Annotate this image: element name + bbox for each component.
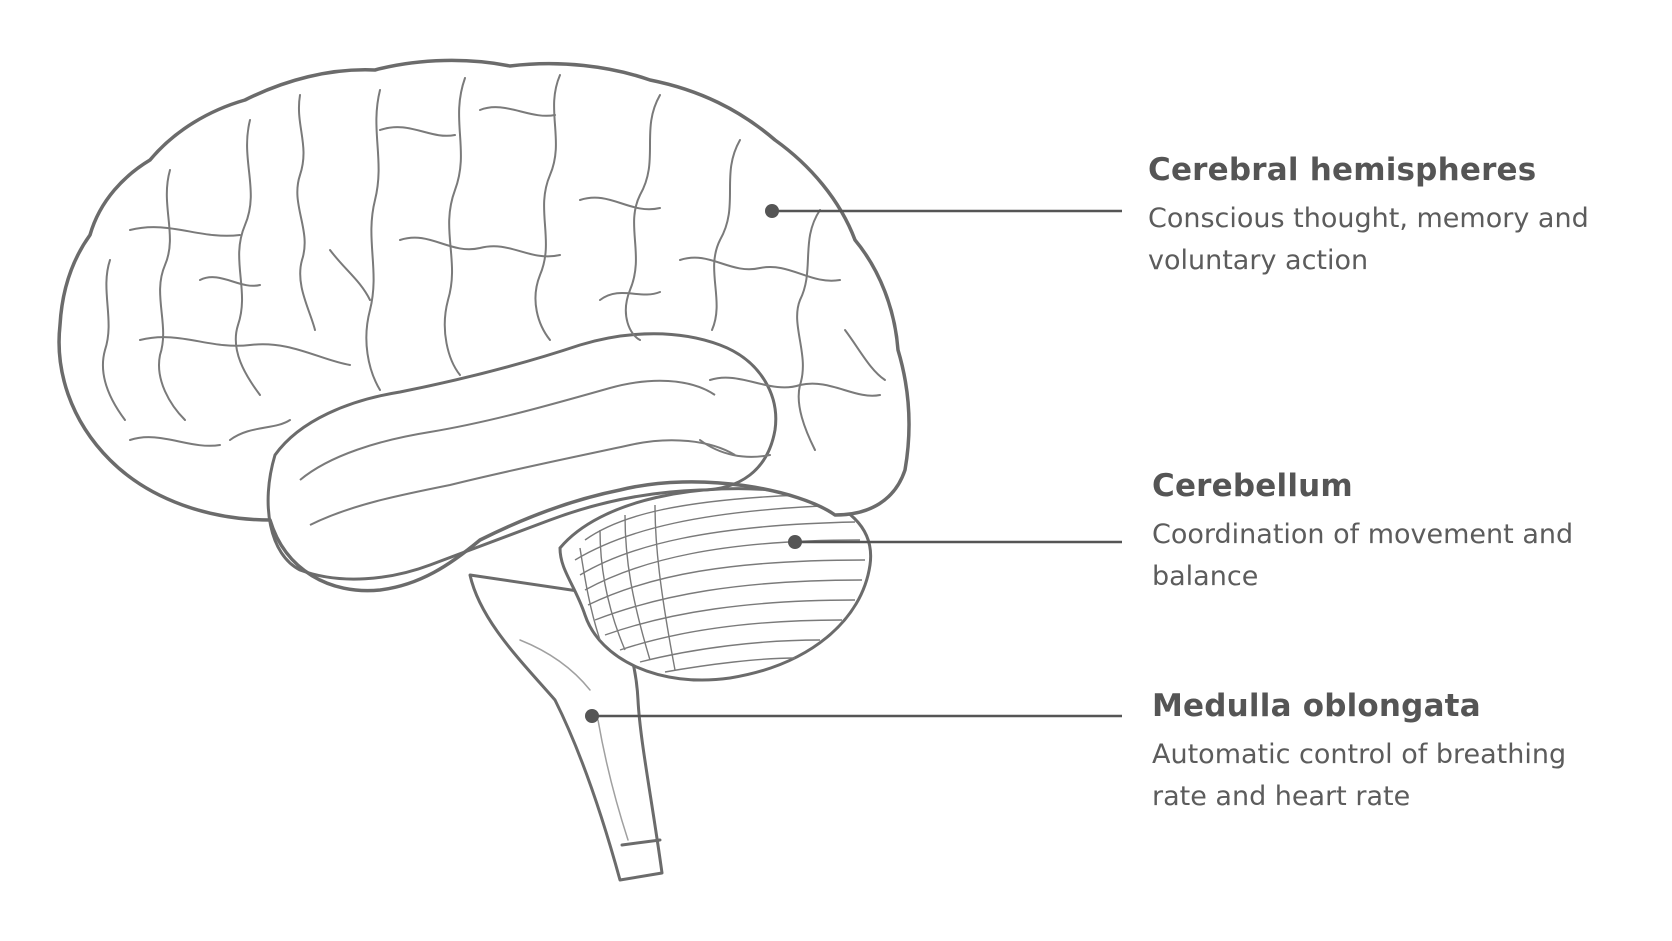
label-description-line2: rate and heart rate [1152,781,1411,812]
label-title: Cerebellum [1152,468,1353,504]
medulla-leader-dot [585,709,599,723]
cerebrum-illustration [57,58,911,593]
label-description-line1: Conscious thought, memory and [1148,203,1589,234]
label-cerebral-hemispheres: Cerebral hemispheres Conscious thought, … [1148,152,1648,282]
cerebrum-leader-dot [765,204,779,218]
label-medulla-oblongata: Medulla oblongata Automatic control of b… [1152,688,1652,818]
label-cerebellum: Cerebellum Coordination of movement and … [1152,468,1652,598]
label-title: Cerebral hemispheres [1148,152,1537,188]
cerebellum-leader-dot [788,535,802,549]
label-title: Medulla oblongata [1152,688,1481,724]
label-description-line2: balance [1152,561,1259,592]
label-description-line2: voluntary action [1148,245,1369,276]
leader-lines [585,204,1122,723]
label-description-line1: Coordination of movement and [1152,519,1574,550]
label-description-line1: Automatic control of breathing [1152,739,1567,770]
